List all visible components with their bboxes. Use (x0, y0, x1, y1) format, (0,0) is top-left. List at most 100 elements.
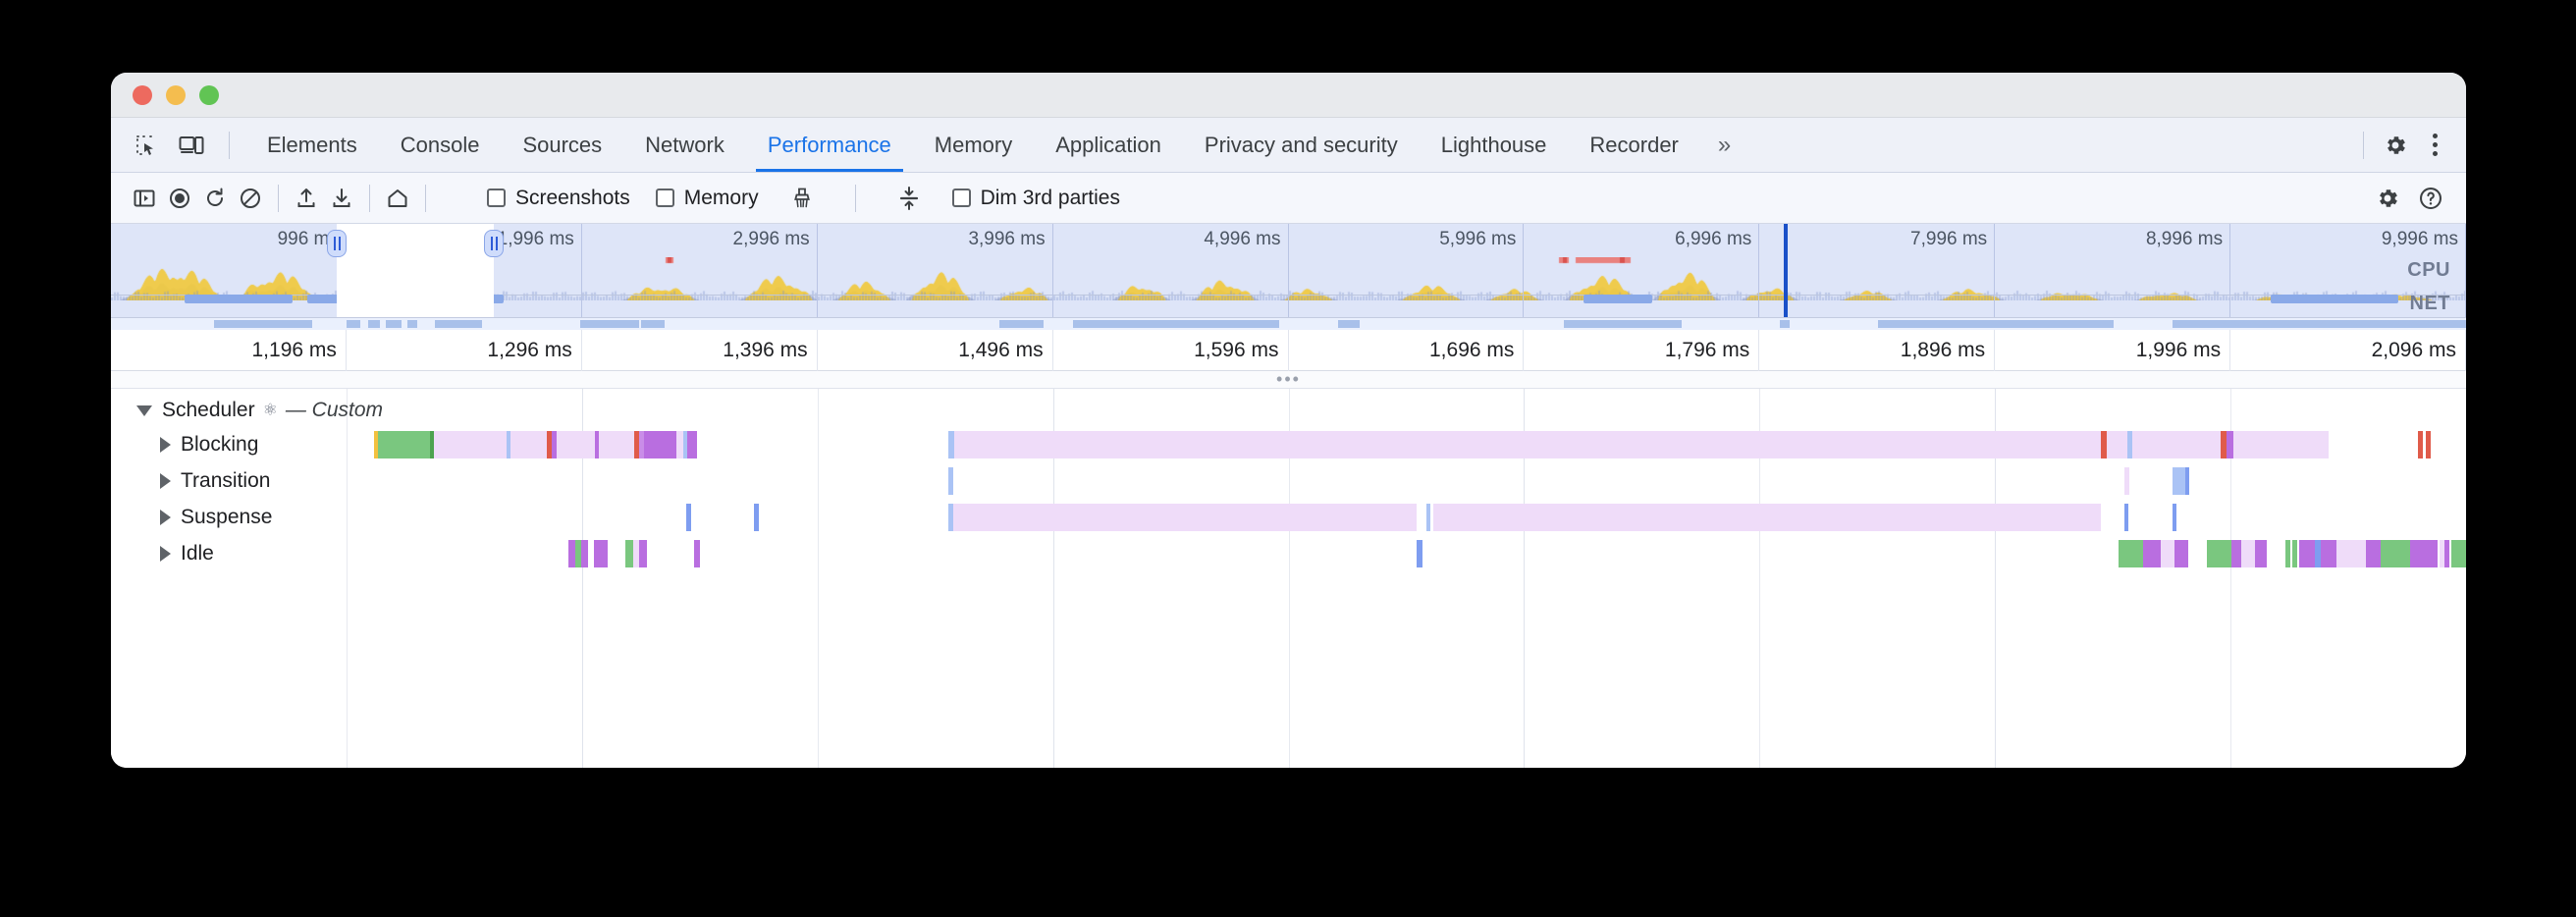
screenshots-checkbox-box[interactable] (487, 189, 506, 207)
pane-resizer[interactable]: ••• (111, 371, 2466, 389)
flame-bar[interactable] (2426, 431, 2431, 458)
flame-bar[interactable] (676, 431, 683, 458)
flame-bar[interactable] (2161, 540, 2174, 567)
capture-settings-gear-icon[interactable] (2370, 181, 2405, 216)
flame-bar[interactable] (2227, 431, 2233, 458)
flame-bar[interactable] (1433, 504, 2101, 531)
track-label-blocking[interactable]: Blocking (160, 433, 258, 457)
collapse-rows-icon[interactable] (891, 181, 927, 216)
tab-recorder[interactable]: Recorder (1568, 118, 1699, 172)
flame-bar[interactable] (625, 540, 633, 567)
garbage-collect-brush-icon[interactable] (784, 181, 820, 216)
track-label-suspense[interactable]: Suspense (160, 506, 272, 529)
flame-bar[interactable] (2285, 540, 2290, 567)
flame-chart[interactable]: Scheduler ⚛ — Custom Blocking Transition… (111, 389, 2466, 768)
flame-bar[interactable] (2207, 540, 2231, 567)
reload-and-record-icon[interactable] (197, 181, 233, 216)
dim-3rd-parties-checkbox[interactable]: Dim 3rd parties (952, 187, 1120, 210)
flame-bar[interactable] (581, 540, 588, 567)
flame-bar[interactable] (2255, 540, 2267, 567)
zoomed-timeline-ruler[interactable]: 1,196 ms1,296 ms1,396 ms1,496 ms1,596 ms… (111, 330, 2466, 371)
memory-checkbox[interactable]: Memory (656, 187, 759, 210)
overview-window-right-handle[interactable] (484, 230, 504, 257)
flame-bar[interactable] (1426, 504, 1430, 531)
tab-application[interactable]: Application (1034, 118, 1183, 172)
device-toolbar-icon[interactable] (174, 128, 209, 163)
upload-profile-icon[interactable] (289, 181, 324, 216)
tab-privacy-and-security[interactable]: Privacy and security (1183, 118, 1420, 172)
tab-console[interactable]: Console (379, 118, 502, 172)
track-label-idle[interactable]: Idle (160, 542, 214, 566)
flame-bar[interactable] (686, 504, 691, 531)
flame-bar[interactable] (2451, 540, 2466, 567)
flame-bar[interactable] (954, 431, 2329, 458)
window-zoom-button[interactable] (199, 85, 219, 105)
flame-bar[interactable] (568, 540, 575, 567)
flame-bar[interactable] (639, 540, 647, 567)
flame-bar[interactable] (2366, 540, 2381, 567)
tab-memory[interactable]: Memory (913, 118, 1034, 172)
overview-window-left-handle[interactable] (327, 230, 347, 257)
flame-bar[interactable] (2119, 540, 2143, 567)
flame-bar[interactable] (2321, 540, 2336, 567)
flame-bar[interactable] (2173, 504, 2176, 531)
flame-bar[interactable] (2174, 540, 2188, 567)
track-label-transition[interactable]: Transition (160, 469, 270, 493)
memory-checkbox-box[interactable] (656, 189, 674, 207)
flame-bar[interactable] (2143, 540, 2161, 567)
track-expand-arrow-icon[interactable] (160, 510, 171, 525)
more-options-kebab-icon[interactable] (2417, 128, 2452, 163)
flame-bar[interactable] (644, 431, 676, 458)
flame-bar[interactable] (2418, 431, 2423, 458)
track-expand-arrow-icon[interactable] (160, 473, 171, 489)
track-expand-arrow-icon[interactable] (160, 546, 171, 562)
flame-bar[interactable] (694, 540, 700, 567)
home-icon[interactable] (380, 181, 415, 216)
flame-bar[interactable] (510, 431, 547, 458)
tab-network[interactable]: Network (623, 118, 746, 172)
flame-bar[interactable] (754, 504, 759, 531)
flame-bar[interactable] (2124, 504, 2128, 531)
window-minimize-button[interactable] (166, 85, 186, 105)
tab-performance[interactable]: Performance (746, 118, 913, 172)
flame-bar[interactable] (2101, 431, 2107, 458)
flame-bar[interactable] (2336, 540, 2366, 567)
help-question-icon[interactable] (2413, 181, 2448, 216)
flame-bar[interactable] (378, 431, 430, 458)
group-header-scheduler[interactable]: Scheduler ⚛ — Custom (136, 399, 383, 422)
flame-bar[interactable] (687, 431, 697, 458)
flame-bar[interactable] (2410, 540, 2438, 567)
flame-bar[interactable] (2185, 467, 2189, 495)
flame-bar[interactable] (2299, 540, 2315, 567)
tab-lighthouse[interactable]: Lighthouse (1420, 118, 1569, 172)
group-collapse-arrow-icon[interactable] (136, 405, 152, 416)
dim-3rd-parties-checkbox-box[interactable] (952, 189, 971, 207)
flame-bar[interactable] (434, 431, 507, 458)
track-expand-arrow-icon[interactable] (160, 437, 171, 453)
window-close-button[interactable] (133, 85, 152, 105)
settings-gear-icon[interactable] (2378, 128, 2413, 163)
flame-bar[interactable] (948, 467, 953, 495)
flame-bar[interactable] (2292, 540, 2297, 567)
tab-sources[interactable]: Sources (501, 118, 623, 172)
flame-bar[interactable] (2241, 540, 2255, 567)
flame-bar[interactable] (2231, 540, 2241, 567)
flame-bar[interactable] (2444, 540, 2449, 567)
inspect-element-icon[interactable] (129, 128, 164, 163)
flame-bar[interactable] (1417, 540, 1422, 567)
clear-icon[interactable] (233, 181, 268, 216)
flame-bar[interactable] (2173, 467, 2185, 495)
download-profile-icon[interactable] (324, 181, 359, 216)
flame-bar[interactable] (953, 504, 1417, 531)
flame-bar[interactable] (2127, 431, 2132, 458)
more-tabs-chevron-icon[interactable]: » (1700, 118, 1748, 172)
tab-elements[interactable]: Elements (245, 118, 379, 172)
timeline-overview[interactable]: 996 ms1,996 ms2,996 ms3,996 ms4,996 ms5,… (111, 224, 2466, 318)
flame-bar[interactable] (594, 540, 608, 567)
flame-bar[interactable] (599, 431, 634, 458)
screenshots-checkbox[interactable]: Screenshots (487, 187, 630, 210)
flame-bar[interactable] (2381, 540, 2410, 567)
flame-bar[interactable] (2124, 467, 2129, 495)
flame-bar[interactable] (557, 431, 595, 458)
record-icon[interactable] (162, 181, 197, 216)
